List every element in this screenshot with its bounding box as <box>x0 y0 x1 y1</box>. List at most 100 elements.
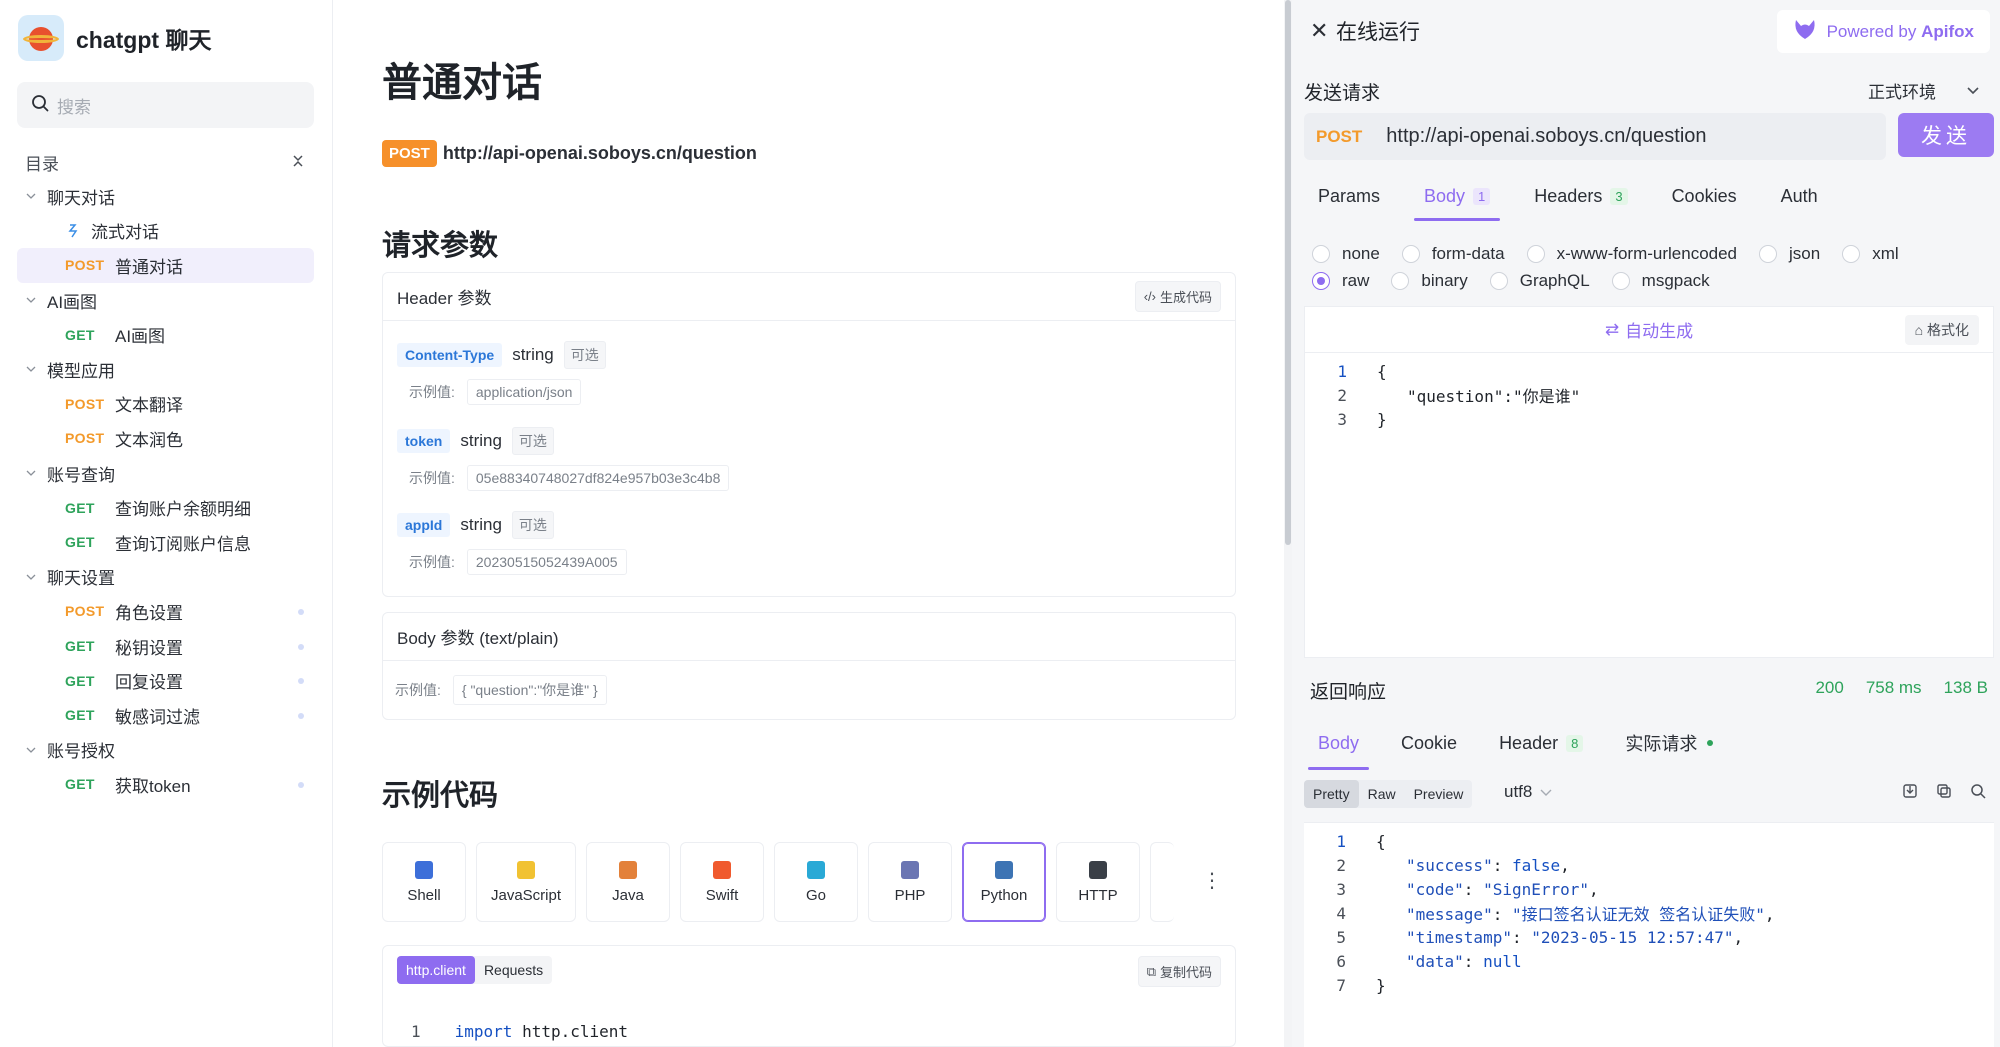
lang-tab-shell[interactable]: Shell <box>382 842 466 922</box>
sidebar-group[interactable]: AI画图 <box>17 283 314 318</box>
scrollbar-thumb[interactable] <box>1285 0 1291 545</box>
lang-label: Shell <box>407 886 441 904</box>
request-method[interactable]: POST <box>1316 126 1363 146</box>
body-type-x-www-form-urlencoded[interactable]: x-www-form-urlencoded <box>1526 244 1737 264</box>
environment-select[interactable]: 正式环境 <box>1868 78 1980 103</box>
download-icon[interactable] <box>1902 783 1918 804</box>
copy-icon[interactable] <box>1936 783 1952 804</box>
http-icon <box>1089 860 1107 879</box>
req-tab-auth[interactable]: Auth <box>1781 186 1818 221</box>
code-tab-http-client[interactable]: http.client <box>397 956 475 984</box>
sidebar-item-label: 流式对话 <box>91 223 159 243</box>
radio-label: raw <box>1342 270 1370 290</box>
code-tab-requests[interactable]: Requests <box>483 962 544 978</box>
code-line: 1 import http.client <box>411 1022 628 1041</box>
radio-circle[interactable] <box>1391 271 1410 290</box>
req-tab-label: Params <box>1318 186 1381 206</box>
line-number: 2 <box>1336 855 1346 875</box>
body-type-raw[interactable]: raw <box>1312 271 1369 291</box>
body-type-xml[interactable]: xml <box>1842 244 1899 264</box>
run-panel: ✕ 在线运行 Powered by Apifox 发送请求 正式环境 POST … <box>1292 0 2000 1047</box>
body-type-msgpack[interactable]: msgpack <box>1611 271 1710 291</box>
method-badge: GET <box>65 326 95 343</box>
radio-circle[interactable] <box>1489 271 1508 290</box>
radio-circle[interactable] <box>1401 244 1420 263</box>
radio-circle[interactable] <box>1312 244 1330 263</box>
sidebar-group[interactable]: 账号授权 <box>17 733 314 768</box>
example-label: 示例值: <box>409 554 455 570</box>
more-languages-icon[interactable]: ⋮ <box>1202 870 1222 892</box>
lang-tab-go[interactable]: Go <box>774 842 858 922</box>
body-type-graphql[interactable]: GraphQL <box>1489 271 1590 291</box>
view-tab-preview[interactable]: Preview <box>1413 786 1464 802</box>
body-type-json[interactable]: json <box>1759 244 1820 264</box>
lang-tab-more[interactable] <box>1150 842 1174 922</box>
powered-by-badge[interactable]: Powered by Apifox <box>1776 10 1990 53</box>
request-url-bar[interactable]: POST http://api-openai.soboys.cn/questio… <box>1304 113 1886 160</box>
body-type-form-data[interactable]: form-data <box>1401 244 1505 264</box>
radio-circle[interactable] <box>1842 244 1861 263</box>
lang-tab-swift[interactable]: Swift <box>680 842 764 922</box>
sidebar-item-label: 普通对话 <box>115 257 183 277</box>
resp-tab-body[interactable]: Body <box>1307 730 1370 770</box>
radio-circle[interactable] <box>1312 271 1330 290</box>
auto-generate-button[interactable]: 自动生成 <box>1625 322 1694 341</box>
param-example: 示例值:05e88340748027df824e957b03e3c4b8 <box>397 465 730 491</box>
request-body-editor[interactable]: ⇄ 自动生成 ⌂ 格式化 1{2"question":"你是谁"3} <box>1304 306 1994 658</box>
response-label: 返回响应 <box>1310 682 1387 703</box>
lang-tab-python[interactable]: Python <box>962 842 1046 922</box>
sidebar-item[interactable]: 流式对话 <box>17 214 314 249</box>
encoding-select[interactable]: utf8 <box>1504 782 1552 802</box>
close-icon[interactable]: ✕ <box>1310 18 1329 43</box>
body-type-binary[interactable]: binary <box>1391 271 1468 291</box>
collapse-all-icon[interactable] <box>291 153 305 173</box>
body-type-none[interactable]: none <box>1312 244 1380 264</box>
sidebar-item-label: 敏感词过滤 <box>115 707 200 727</box>
sidebar-group[interactable]: 模型应用 <box>17 352 314 387</box>
request-url-input[interactable]: http://api-openai.soboys.cn/question <box>1386 125 1707 147</box>
lang-tab-javascript[interactable]: JavaScript <box>476 842 576 922</box>
req-tab-params[interactable]: Params <box>1318 186 1380 221</box>
sidebar-group[interactable]: 账号查询 <box>17 456 314 491</box>
lang-tab-java[interactable]: Java <box>586 842 670 922</box>
generate-code-button[interactable]: ‹/› 生成代码 <box>1134 281 1221 312</box>
sidebar-group[interactable]: 聊天对话 <box>17 179 314 214</box>
req-tab-cookies[interactable]: Cookies <box>1672 186 1737 221</box>
lang-tab-php[interactable]: PHP <box>868 842 952 922</box>
radio-circle[interactable] <box>1611 271 1630 290</box>
lang-tab-http[interactable]: HTTP <box>1056 842 1140 922</box>
radio-circle[interactable] <box>1526 244 1545 263</box>
format-button[interactable]: ⌂ 格式化 <box>1904 315 1979 345</box>
editor-toolbar: ⇄ 自动生成 ⌂ 格式化 <box>1305 307 1993 353</box>
resp-tab-cookie[interactable]: Cookie <box>1401 732 1458 753</box>
radio-circle[interactable] <box>1759 244 1778 263</box>
search-icon[interactable] <box>1970 783 1986 804</box>
code-line: 6"data": null <box>1304 949 1994 973</box>
json-value: "2023-05-15 12:57:47" <box>1531 927 1734 947</box>
search-input[interactable]: 搜索 <box>17 82 314 128</box>
sidebar-group[interactable]: 聊天设置 <box>17 560 314 595</box>
param-type: string <box>460 515 502 534</box>
copy-code-button[interactable]: ⧉ 复制代码 <box>1137 956 1221 987</box>
view-tab-raw[interactable]: Raw <box>1367 786 1396 802</box>
view-tab-pretty[interactable]: Pretty <box>1304 780 1359 808</box>
endpoint-url[interactable]: http://api-openai.soboys.cn/question <box>442 143 757 163</box>
send-button[interactable]: 发送 <box>1898 113 1994 157</box>
sidebar-item-label: 角色设置 <box>115 603 183 623</box>
resp-tab-actual-request[interactable]: 实际请求 <box>1625 730 1714 770</box>
